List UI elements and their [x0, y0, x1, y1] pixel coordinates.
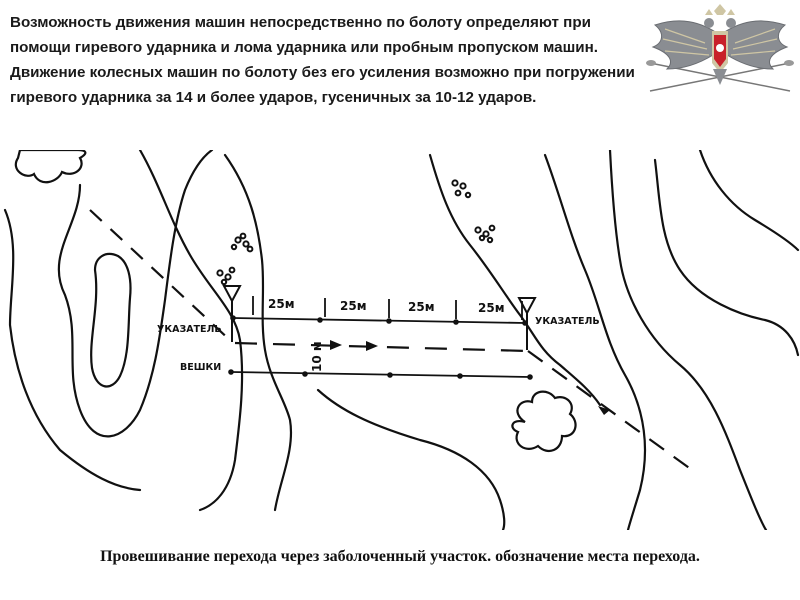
- pointer-sign-icon: [517, 297, 537, 350]
- tussock-cluster-icon: [451, 179, 472, 199]
- diagram-caption: Провешивание перехода через заболоченный…: [100, 548, 700, 565]
- distance-label: 25м: [478, 301, 505, 315]
- contour-line: [3, 208, 142, 492]
- route-arrow-icon: [366, 341, 378, 351]
- contour-line: [90, 252, 132, 388]
- exit-route-line: [527, 350, 693, 471]
- distance-label: 25м: [268, 297, 295, 311]
- stake-marker: [317, 317, 323, 323]
- pointer-label-right: УКАЗАТЕЛЬ: [535, 316, 600, 327]
- route-arrow-icon: [330, 340, 342, 350]
- pointer-sign-icon: [222, 285, 242, 342]
- pointer-label-left: УКАЗАТЕЛЬ: [157, 324, 222, 335]
- stake-marker: [228, 369, 234, 375]
- stake-marker: [387, 372, 393, 378]
- distance-label: 25м: [340, 299, 367, 313]
- crossing-lower-boundary: [230, 371, 531, 378]
- stakes-label: ВЕШКИ: [180, 362, 221, 373]
- route-arrow-icon: [598, 406, 610, 415]
- contour-line: [653, 158, 800, 357]
- contour-line: [698, 150, 800, 252]
- intro-text: Возможность движения машин непосредствен…: [10, 14, 635, 106]
- stake-marker: [457, 373, 463, 379]
- stake-marker: [302, 371, 308, 377]
- contour-line: [608, 150, 768, 530]
- tussock-cluster-icon: [474, 224, 496, 244]
- contour-line: [138, 150, 244, 512]
- stake-marker: [453, 319, 459, 325]
- contour-line: [543, 153, 647, 530]
- contour-line: [223, 153, 293, 512]
- contour-line: [316, 388, 506, 530]
- crossing-upper-boundary: [232, 317, 526, 324]
- tussock-cluster-icon: [230, 232, 254, 253]
- contour-line: [57, 150, 214, 438]
- approach-route-line: [89, 209, 233, 343]
- contour-line: [428, 153, 602, 407]
- crossing-route-line: [234, 341, 529, 353]
- bush-icon: [14, 150, 87, 184]
- crossing-width-label: 10 м: [310, 341, 324, 372]
- bush-icon: [511, 390, 577, 453]
- distance-label: 25м: [408, 300, 435, 314]
- double-headed-eagle-emblem-icon: [646, 4, 794, 92]
- stake-marker: [527, 374, 533, 380]
- swamp-crossing-diagram: 25м 25м 25м 25м 10 м УКАЗАТЕЛЬ УКАЗАТЕЛЬ…: [3, 150, 800, 530]
- tussock-cluster-icon: [216, 266, 236, 286]
- stake-marker: [386, 318, 392, 324]
